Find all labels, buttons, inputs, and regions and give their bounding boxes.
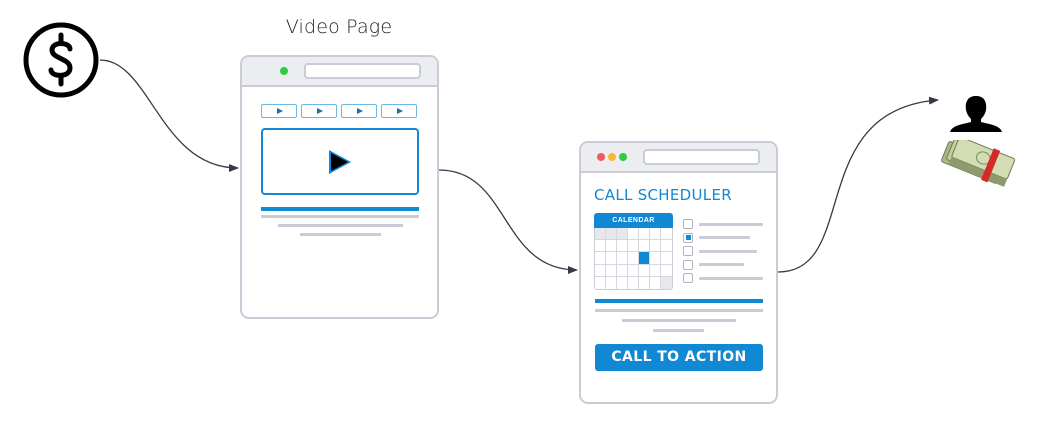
calendar-day[interactable] bbox=[650, 228, 661, 241]
play-icon bbox=[317, 108, 323, 114]
calendar-day[interactable] bbox=[628, 264, 639, 277]
calendar-day[interactable] bbox=[617, 240, 628, 253]
traffic-light-green bbox=[619, 153, 627, 161]
calendar-day[interactable] bbox=[661, 240, 672, 253]
calendar-day[interactable] bbox=[628, 252, 639, 265]
calendar-day[interactable] bbox=[650, 264, 661, 277]
calendar-day[interactable] bbox=[650, 240, 661, 253]
video-thumbnail bbox=[381, 104, 417, 118]
text-line bbox=[622, 319, 736, 322]
call-scheduler-window: CALL SCHEDULER CALENDAR CALL TO ACTION bbox=[579, 141, 778, 404]
calendar-day[interactable] bbox=[606, 228, 617, 241]
play-icon bbox=[277, 108, 283, 114]
checkbox[interactable] bbox=[683, 273, 693, 283]
calendar-header: CALENDAR bbox=[594, 213, 673, 228]
calendar-day[interactable] bbox=[650, 252, 661, 265]
calendar-day[interactable] bbox=[595, 240, 606, 253]
call-scheduler-heading: CALL SCHEDULER bbox=[594, 186, 732, 204]
checklist-item-line bbox=[699, 249, 757, 253]
checklist-item-line bbox=[699, 236, 750, 239]
video-thumbnail bbox=[341, 104, 377, 118]
video-thumbnail bbox=[301, 104, 337, 118]
calendar-day[interactable] bbox=[617, 252, 628, 265]
video-page-window bbox=[240, 55, 439, 319]
checklist-item-line bbox=[699, 222, 763, 226]
calendar-day[interactable] bbox=[661, 265, 672, 277]
dollar-icon bbox=[23, 22, 99, 98]
traffic-light-red bbox=[597, 153, 605, 161]
video-player bbox=[261, 128, 419, 195]
calendar-day[interactable] bbox=[639, 264, 650, 277]
checkbox[interactable] bbox=[683, 219, 693, 229]
video-thumbnail bbox=[261, 104, 297, 118]
calendar-day[interactable] bbox=[595, 264, 606, 277]
edge-source-to-video-page bbox=[99, 59, 239, 172]
text-line bbox=[261, 215, 419, 218]
browser-title-bar bbox=[242, 57, 437, 87]
calendar-day[interactable] bbox=[639, 240, 650, 253]
play-icon bbox=[331, 153, 348, 171]
video-page-label: Video Page bbox=[285, 16, 393, 38]
text-line bbox=[300, 233, 381, 236]
person-icon bbox=[950, 96, 1002, 132]
calendar-day[interactable] bbox=[595, 276, 606, 289]
call-to-action-button[interactable]: CALL TO ACTION bbox=[595, 344, 763, 371]
traffic-light-yellow bbox=[608, 153, 616, 161]
calendar-widget: CALENDAR bbox=[594, 213, 673, 291]
calendar-day[interactable] bbox=[595, 252, 606, 265]
money-icon bbox=[941, 140, 1016, 187]
calendar-day[interactable] bbox=[606, 276, 617, 289]
calendar-day[interactable] bbox=[661, 252, 672, 265]
calendar-day[interactable] bbox=[628, 228, 639, 241]
text-line bbox=[278, 224, 403, 227]
calendar-grid bbox=[594, 228, 673, 290]
calendar-day[interactable] bbox=[617, 276, 628, 289]
calendar-day[interactable] bbox=[639, 276, 650, 289]
calendar-day[interactable] bbox=[617, 264, 628, 277]
calendar-day[interactable] bbox=[595, 228, 606, 241]
checkbox-checked-mark bbox=[685, 235, 691, 240]
calendar-day[interactable] bbox=[606, 252, 617, 265]
calendar-day-selected[interactable] bbox=[639, 252, 650, 265]
play-icon bbox=[397, 108, 403, 114]
calendar-day[interactable] bbox=[617, 228, 628, 241]
calendar-day[interactable] bbox=[606, 264, 617, 277]
checkbox[interactable] bbox=[683, 246, 693, 256]
text-line-accent bbox=[595, 299, 763, 303]
checklist-item-line bbox=[699, 263, 744, 266]
text-line bbox=[653, 329, 704, 332]
calendar-day[interactable] bbox=[606, 240, 617, 253]
calendar-day[interactable] bbox=[650, 276, 661, 289]
browser-title-bar bbox=[581, 143, 776, 173]
checkbox[interactable] bbox=[683, 232, 693, 243]
calendar-day[interactable] bbox=[661, 276, 672, 289]
calendar-day[interactable] bbox=[639, 228, 650, 241]
edge-video-page-to-call-scheduler bbox=[438, 169, 578, 274]
address-bar bbox=[643, 149, 760, 165]
calendar-day[interactable] bbox=[628, 240, 639, 253]
calendar-day[interactable] bbox=[628, 276, 639, 289]
checkbox[interactable] bbox=[683, 259, 693, 270]
text-line bbox=[595, 309, 763, 312]
address-bar bbox=[304, 63, 421, 79]
checklist-item-line bbox=[699, 276, 763, 280]
calendar-day[interactable] bbox=[661, 228, 672, 241]
edge-call-scheduler-to-customer bbox=[777, 96, 939, 273]
traffic-light-green bbox=[280, 67, 288, 75]
text-line-accent bbox=[261, 207, 419, 211]
play-icon bbox=[357, 108, 363, 114]
